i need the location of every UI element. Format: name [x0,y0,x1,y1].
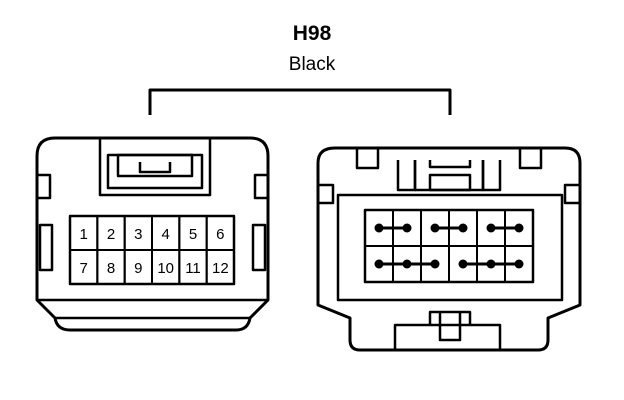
terminal-number: 5 [189,226,197,243]
left-connector-view [35,136,270,332]
terminal-number: 3 [134,226,142,243]
terminal-number: 1 [79,226,87,243]
terminal-number: 12 [212,260,229,277]
terminal-number: 7 [79,260,87,277]
right-connector-housing [316,146,582,352]
terminal-number: 10 [157,260,174,277]
jumper-dot [458,223,468,233]
left-connector-housing [35,136,270,332]
terminal-number: 2 [107,226,115,243]
right-connector-view [316,146,582,352]
jumper-dot [458,259,468,269]
terminal-number: 11 [185,260,201,277]
jumper-dot [402,223,412,233]
jumper-dot [402,259,412,269]
connector-id-label: H98 [292,22,332,45]
terminal-number: 6 [216,226,224,243]
jumper-dot [514,223,524,233]
jumper-dot [430,223,440,233]
view-bracket [148,88,452,115]
left-lock-tab [98,138,212,197]
jumper-dot [374,223,384,233]
jumper-dot [430,259,440,269]
jumper-dot [374,259,384,269]
terminal-number: 9 [134,260,142,277]
terminal-number: 8 [107,260,115,277]
terminal-cell [205,249,236,285]
connector-color-label: Black [288,54,336,75]
terminal-number: 4 [161,226,169,243]
jumper-dot [514,259,524,269]
jumper-dot [486,259,496,269]
right-lock-tab [393,323,502,350]
jumper-dot [486,223,496,233]
